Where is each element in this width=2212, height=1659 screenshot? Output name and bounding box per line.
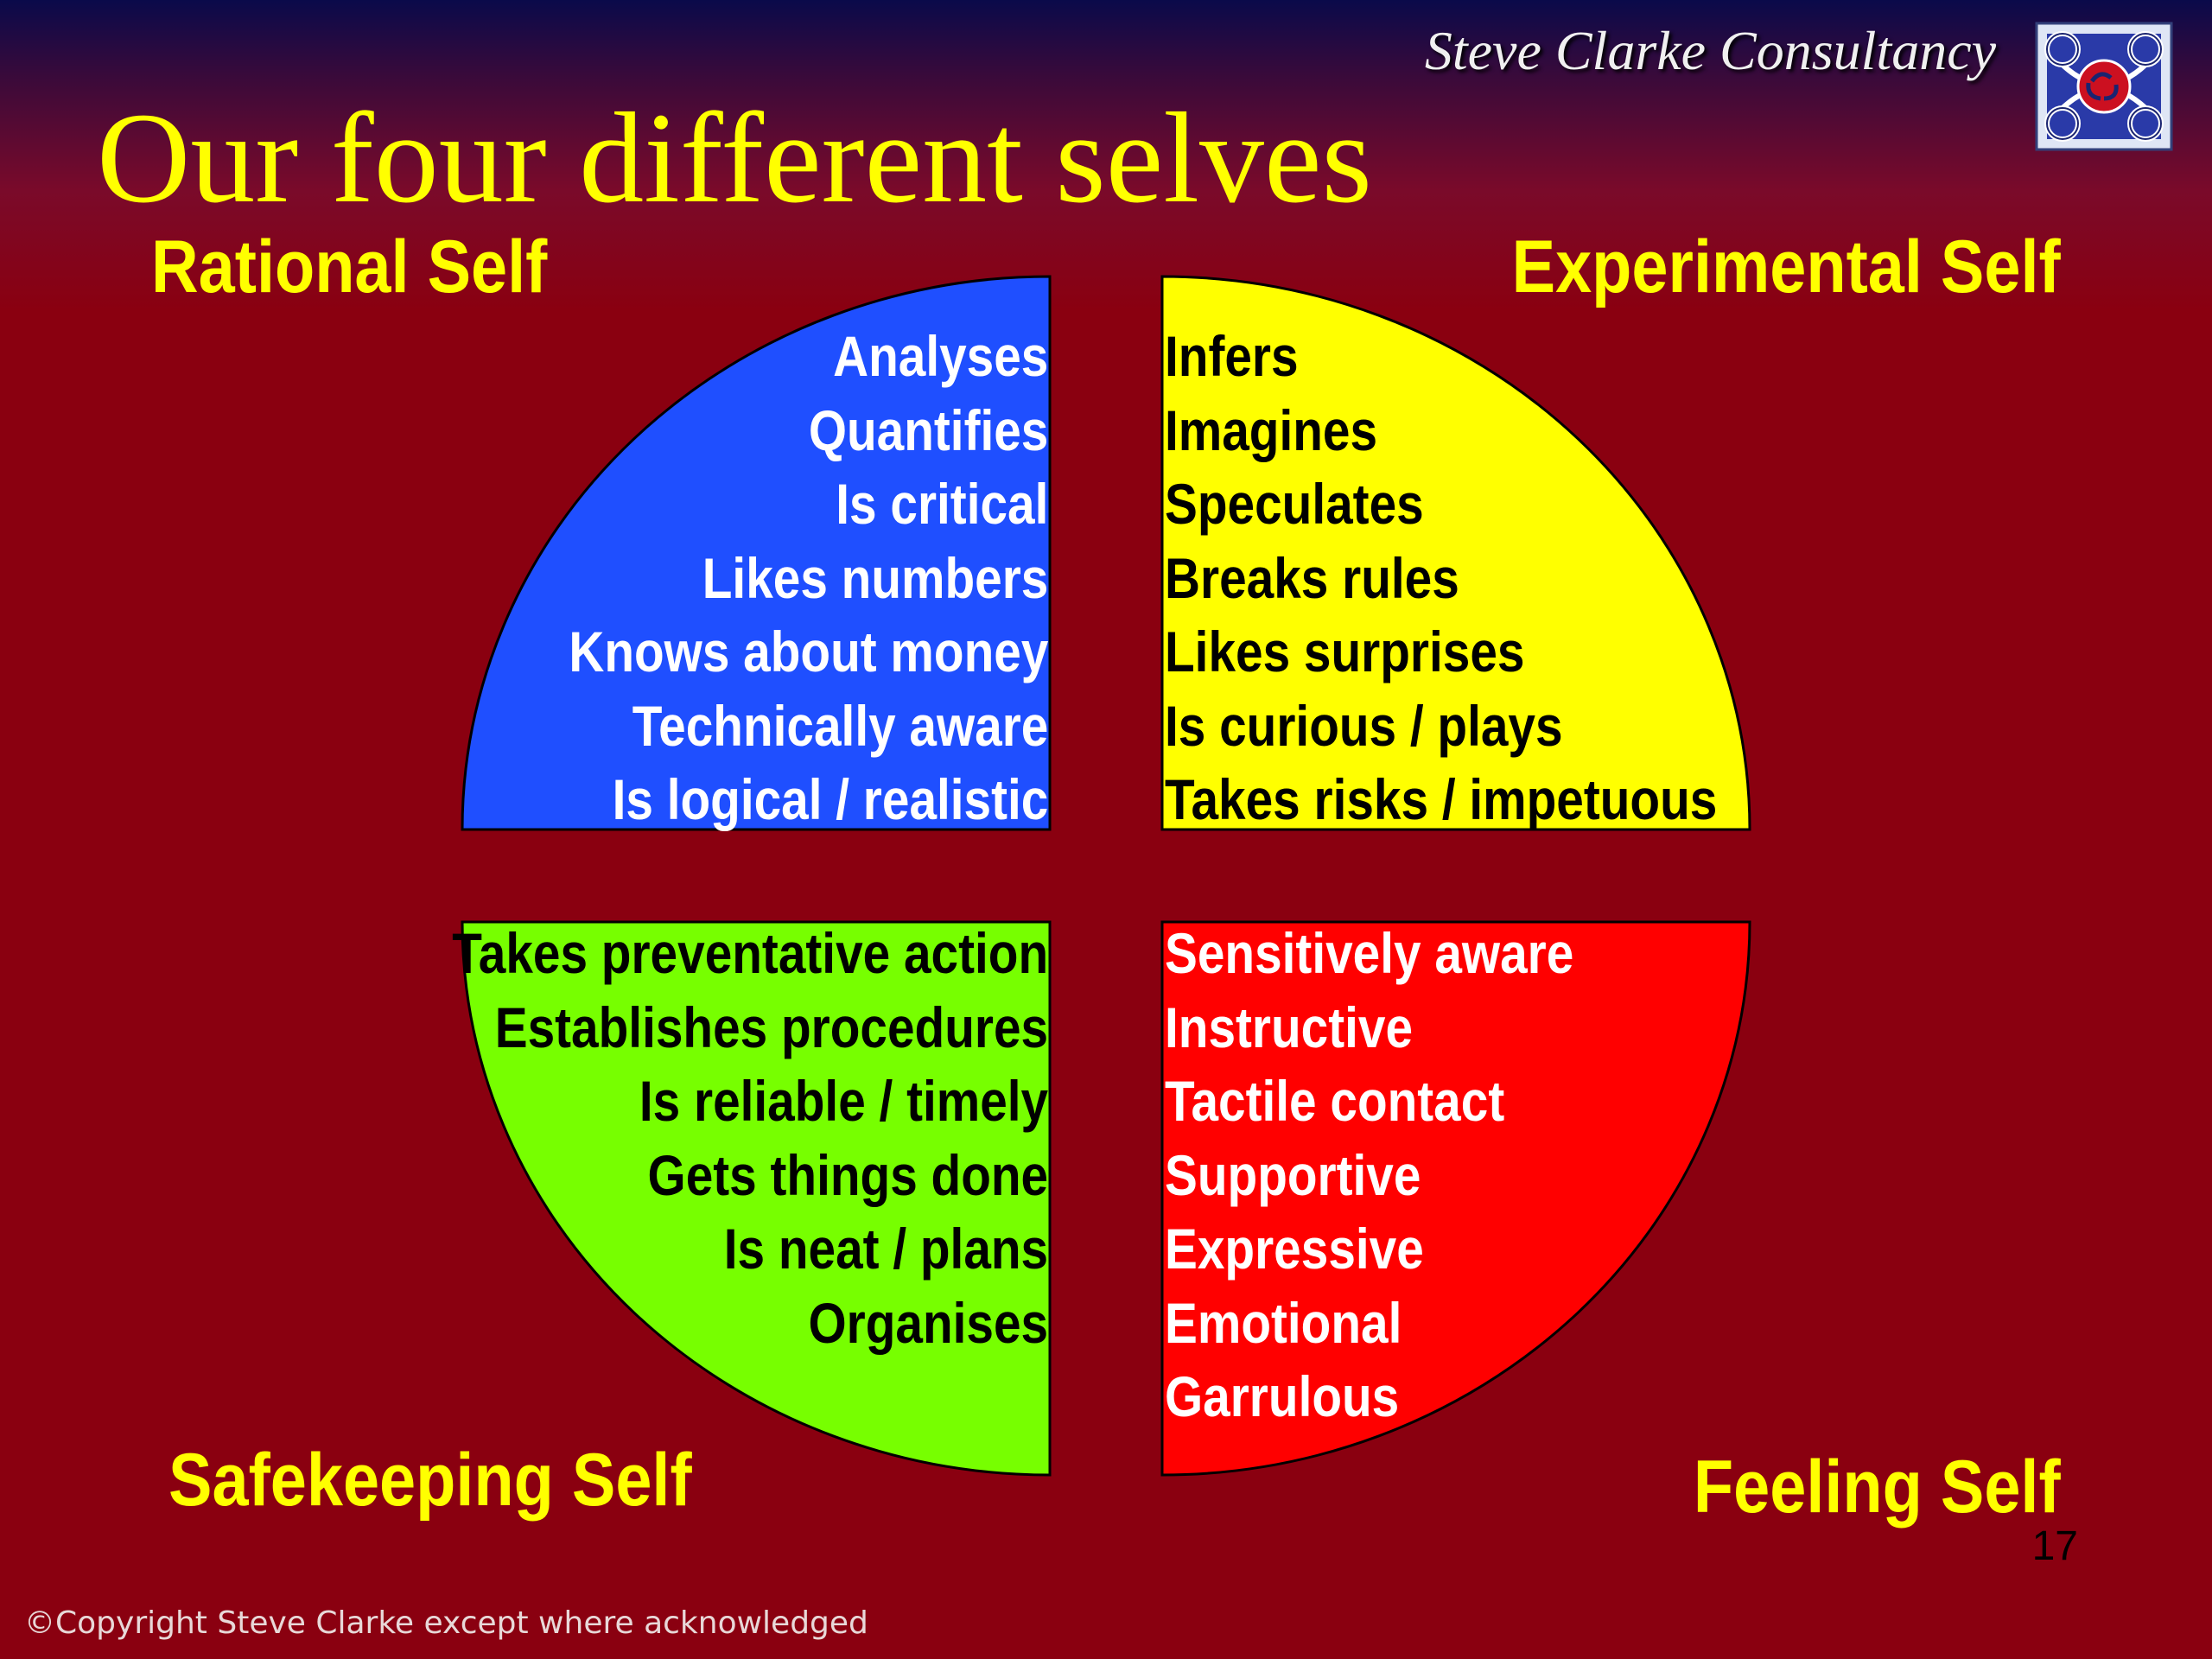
experimental-trait-item: Breaks rules <box>1165 545 1459 610</box>
experimental-trait-item: Is curious / plays <box>1165 693 1563 758</box>
experimental-trait-item: Imagines <box>1165 397 1378 462</box>
rational-self-quadrant <box>461 275 1052 831</box>
rational-trait-item: Quantifies <box>808 397 1048 462</box>
rational-self-label: Rational Self <box>151 226 548 308</box>
brand-name: Steve Clarke Consultancy <box>1424 20 1996 81</box>
copyright-notice: ©Copyright Steve Clarke except where ack… <box>24 1605 868 1641</box>
safekeeping-trait-item: Is reliable / timely <box>639 1069 1048 1133</box>
safekeeping-trait-item: Establishes procedures <box>494 995 1048 1059</box>
rational-trait-item: Analyses <box>832 324 1048 388</box>
safekeeping-trait-item: Gets things done <box>647 1142 1048 1207</box>
experimental-trait-item: Likes surprises <box>1165 620 1525 683</box>
rational-trait-item: Likes numbers <box>702 545 1048 610</box>
experimental-trait-item: Infers <box>1165 324 1299 388</box>
rational-trait-item: Is logical / realistic <box>612 767 1048 831</box>
feeling-trait-item: Garrulous <box>1165 1364 1400 1428</box>
page-number: 17 <box>2031 1523 2078 1569</box>
safekeeping-self-label: Safekeeping Self <box>168 1439 692 1522</box>
safekeeping-self-quadrant <box>461 920 1052 1477</box>
feeling-trait-item: Sensitively aware <box>1165 921 1574 985</box>
celtic-knot-logo-icon <box>2035 22 2173 151</box>
safekeeping-trait-item: Organises <box>808 1290 1048 1355</box>
experimental-trait-item: Speculates <box>1165 472 1424 536</box>
safekeeping-trait-item: Is neat / plans <box>723 1217 1048 1281</box>
feeling-trait-item: Expressive <box>1165 1217 1424 1281</box>
safekeeping-trait-item: Takes preventative action <box>452 921 1048 985</box>
feeling-trait-item: Instructive <box>1165 995 1414 1059</box>
rational-trait-item: Is critical <box>835 472 1048 536</box>
rational-trait-item: Technically aware <box>632 693 1048 758</box>
experimental-self-label: Experimental Self <box>1511 226 2061 308</box>
experimental-trait-item: Takes risks / impetuous <box>1165 767 1718 831</box>
rational-trait-item: Knows about money <box>568 620 1048 683</box>
experimental-self-quadrant <box>1160 275 1751 831</box>
feeling-self-quadrant <box>1160 920 1751 1477</box>
page-title: Our four different selves <box>97 86 1372 230</box>
feeling-trait-item: Emotional <box>1165 1290 1402 1355</box>
feeling-self-label: Feeling Self <box>1694 1446 2061 1529</box>
feeling-trait-item: Tactile contact <box>1165 1069 1505 1133</box>
feeling-trait-item: Supportive <box>1165 1142 1421 1207</box>
